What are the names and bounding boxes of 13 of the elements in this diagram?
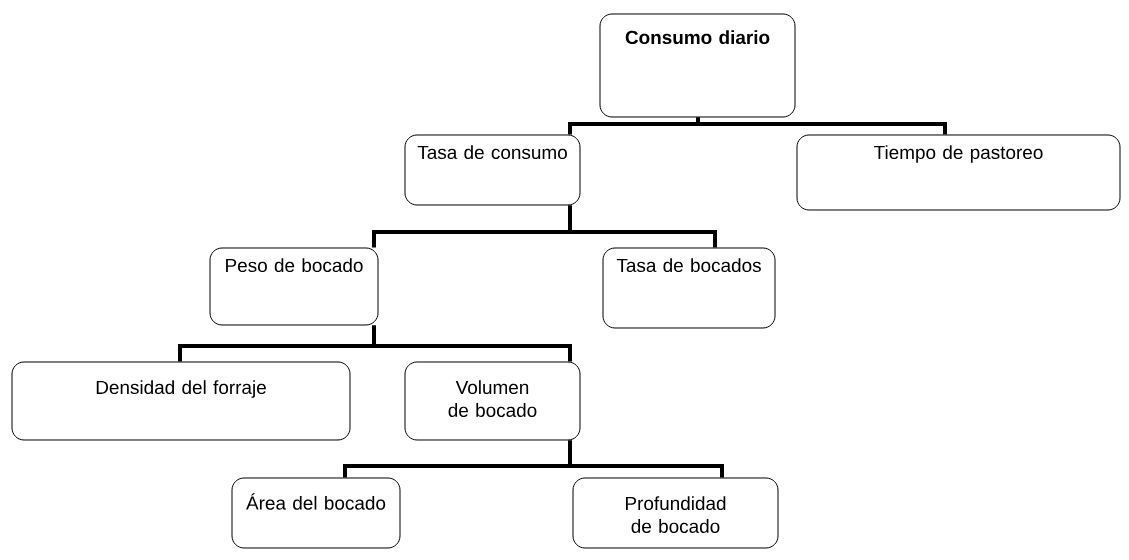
process-box: Tiempo de pastoreo [796,134,1121,211]
process-box: Consumo diario [599,13,796,118]
process-box: Peso de bocado [209,247,379,326]
process-box: Volumen de bocado [404,361,581,441]
connector-line [372,325,572,362]
connector-line [568,440,724,478]
process-box: Área del bocado [231,477,401,549]
connector-line [568,205,717,248]
connector-line [696,117,947,135]
process-box: Tasa de consumo [404,134,581,206]
process-box: Densidad del forraje [11,361,351,441]
process-box: Profundidad de bocado [572,477,779,549]
process-box: Tasa de bocados [602,247,776,329]
